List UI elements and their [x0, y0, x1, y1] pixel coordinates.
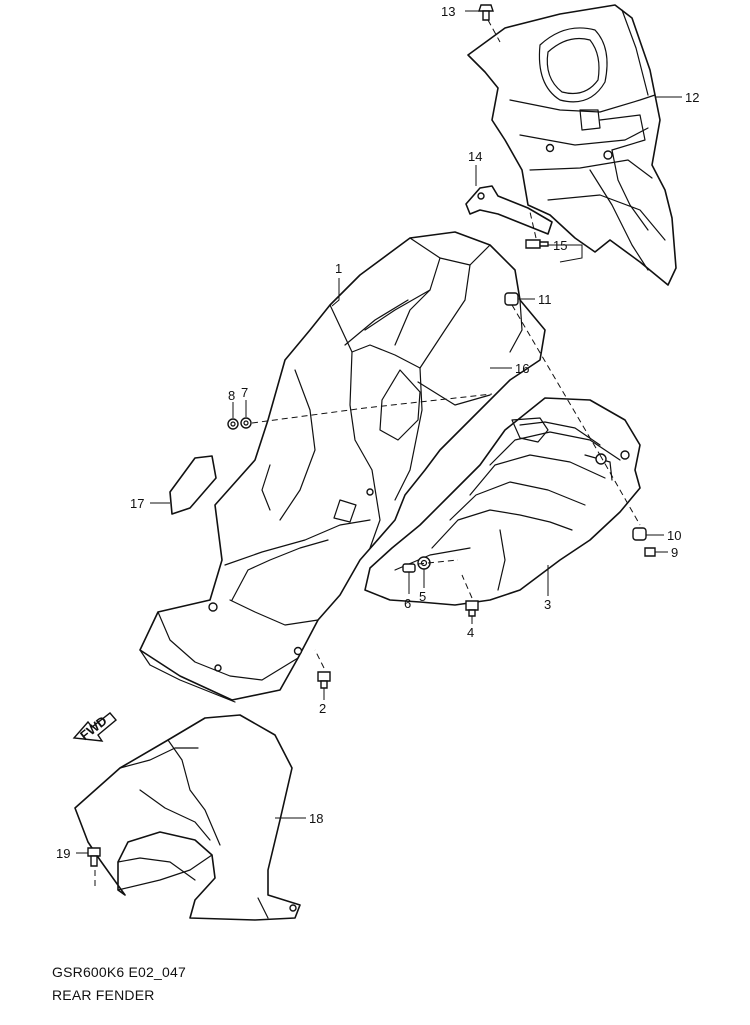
callout-14: 14 [468, 149, 482, 164]
callout-4: 4 [467, 625, 474, 640]
callout-12: 12 [685, 90, 699, 105]
callout-1: 1 [335, 261, 342, 276]
part-17-pad [169, 455, 217, 515]
callout-15: 15 [553, 238, 567, 253]
callout-13: 13 [441, 4, 455, 19]
grommet-11-icon [504, 292, 519, 306]
callout-17: 17 [130, 496, 144, 511]
callout-3: 3 [544, 597, 551, 612]
fwd-arrow-icon: FWD [72, 712, 117, 743]
nut-8-icon [227, 418, 239, 430]
assembly-lines [94, 19, 641, 888]
hardware [87, 4, 656, 867]
callout-10: 10 [667, 528, 681, 543]
grommet-10-icon [632, 527, 647, 541]
callout-5: 5 [419, 589, 426, 604]
diagram-title: REAR FENDER [52, 987, 155, 1003]
callout-11: 11 [538, 292, 552, 307]
callout-7: 7 [241, 385, 248, 400]
callout-6: 6 [404, 596, 411, 611]
callout-18: 18 [309, 811, 323, 826]
callout-19: 19 [56, 846, 70, 861]
part-1-rear-fender [139, 231, 546, 703]
leader-lines [76, 10, 682, 854]
bolt-15-icon [525, 239, 549, 249]
collar-6-icon [402, 563, 416, 573]
bolt-2-icon [317, 671, 331, 689]
part-16-line [417, 381, 491, 406]
callout-2: 2 [319, 701, 326, 716]
part-12-tail-cover [467, 4, 677, 286]
callout-16: 16 [515, 361, 529, 376]
callout-numbers: 13 12 14 15 1 11 16 8 7 17 10 9 6 5 3 4 … [56, 4, 699, 861]
washer-7-icon [240, 417, 252, 429]
part-14-bracket [465, 185, 553, 235]
part-18-front-fender [74, 714, 301, 921]
bolt-4-icon [465, 600, 479, 617]
diagram-code: GSR600K6 E02_047 [52, 964, 186, 980]
callout-9: 9 [671, 545, 678, 560]
bolt-13-icon [478, 4, 494, 21]
bolt-9-icon [644, 547, 656, 557]
callout-8: 8 [228, 388, 235, 403]
